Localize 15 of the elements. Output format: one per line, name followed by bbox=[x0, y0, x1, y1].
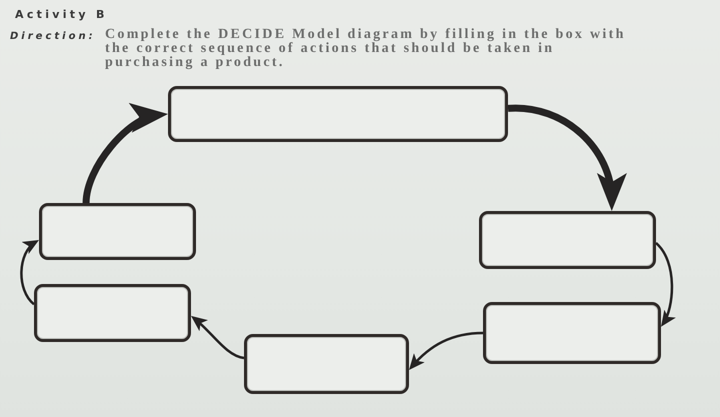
answer-box bbox=[479, 211, 656, 269]
arrow bbox=[655, 242, 676, 327]
instruction-text: Complete the DECIDE Model diagram by filling in the box with the correct sequence of actions that should be taken in purchasing a product. bbox=[105, 28, 627, 70]
answer-box bbox=[168, 86, 508, 142]
activity-title: Activity B bbox=[15, 8, 108, 21]
answer-box bbox=[34, 284, 191, 342]
arrow bbox=[191, 316, 244, 360]
arrow bbox=[408, 332, 484, 370]
answer-box bbox=[483, 302, 661, 364]
arrow bbox=[508, 104, 625, 211]
direction-label: Direction: bbox=[10, 31, 96, 42]
arrow bbox=[82, 106, 168, 204]
answer-box bbox=[39, 203, 196, 260]
answer-box bbox=[244, 334, 409, 394]
arrow bbox=[20, 240, 39, 306]
